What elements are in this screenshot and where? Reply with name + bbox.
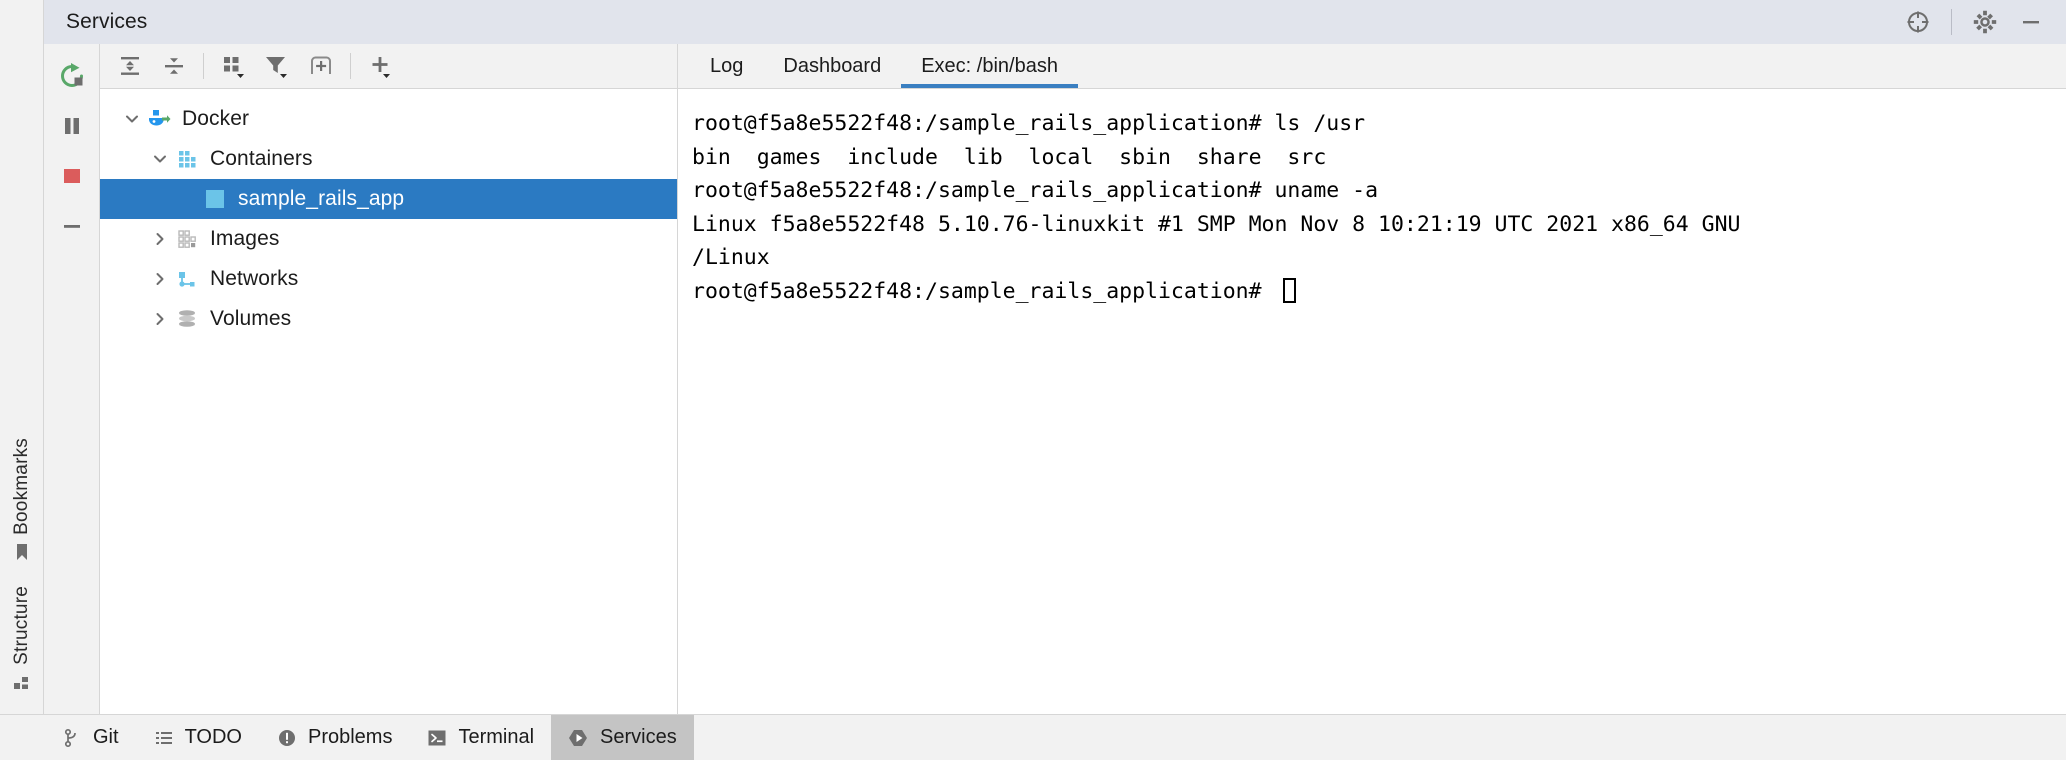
tree-node-networks-label: Networks (210, 267, 299, 290)
page-title: Services (66, 10, 148, 33)
terminal-line: root@f5a8e5522f48:/sample_rails_applicat… (692, 111, 1366, 136)
left-tool-rail: Structure Bookmarks (0, 0, 44, 714)
tree-toolbar (100, 44, 678, 88)
tree-node-networks[interactable]: Networks (100, 259, 677, 299)
tree-node-spacer (174, 179, 202, 219)
bookmark-icon (12, 542, 32, 562)
gear-icon[interactable] (1964, 1, 2006, 43)
todo-list-icon (153, 727, 175, 749)
panel-header: Services (44, 0, 2066, 44)
rail-item-bookmarks[interactable]: Bookmarks (11, 428, 33, 576)
images-grid-icon (174, 226, 200, 252)
tab-log[interactable]: Log (690, 44, 763, 88)
add-tab-icon[interactable] (299, 45, 343, 87)
tab-dashboard-label: Dashboard (783, 54, 882, 77)
tab-exec-bin-bash[interactable]: Exec: /bin/bash (901, 44, 1078, 88)
terminal-prompt-text: root@f5a8e5522f48:/sample_rails_applicat… (692, 278, 1275, 304)
services-play-icon (568, 727, 590, 749)
status-item-terminal[interactable]: Terminal (409, 715, 551, 760)
toolbar-divider-1 (203, 53, 204, 79)
left-tool-rail-stack: Structure Bookmarks (0, 428, 44, 706)
tree-node-volumes-label: Volumes (210, 307, 292, 330)
tab-exec-bin-bash-label: Exec: /bin/bash (921, 54, 1058, 77)
structure-icon (12, 672, 32, 692)
problems-icon (276, 727, 298, 749)
tree-node-volumes[interactable]: Volumes (100, 299, 677, 339)
container-square-icon (202, 186, 228, 212)
minus-icon[interactable] (52, 206, 92, 246)
docker-whale-icon (146, 106, 172, 132)
app-body: Structure Bookmarks (0, 0, 2066, 714)
filter-icon[interactable] (255, 45, 299, 87)
group-by-icon[interactable] (211, 45, 255, 87)
status-bar: Git TODO (0, 714, 2066, 760)
expand-all-icon[interactable] (108, 45, 152, 87)
tab-log-label: Log (710, 54, 744, 77)
terminal-line: Linux f5a8e5522f48 5.10.76-linuxkit #1 S… (692, 211, 1741, 237)
status-item-services[interactable]: Services (551, 714, 694, 760)
tree-node-sample-rails-app[interactable]: sample_rails_app (100, 179, 677, 219)
terminal-line: bin games include lib local sbin share s… (692, 144, 1327, 170)
content-row: Docker (100, 89, 2066, 714)
minimize-icon[interactable] (2010, 1, 2052, 43)
terminal-output[interactable]: root@f5a8e5522f48:/sample_rails_applicat… (678, 89, 2066, 714)
status-item-todo[interactable]: TODO (136, 715, 259, 760)
status-item-problems-label: Problems (307, 726, 393, 748)
stop-icon[interactable] (52, 156, 92, 196)
status-item-todo-label: TODO (184, 726, 242, 748)
tree-node-docker[interactable]: Docker (100, 99, 677, 139)
tree-node-sample-rails-app-label: sample_rails_app (238, 187, 405, 210)
rerun-icon[interactable] (52, 56, 92, 96)
rail-item-structure-label: Structure (11, 586, 32, 665)
chevron-right-icon[interactable] (146, 219, 174, 259)
terminal-cursor (1283, 277, 1297, 303)
chevron-down-icon[interactable] (118, 99, 146, 139)
rail-item-bookmarks-label: Bookmarks (11, 438, 32, 536)
run-control-rail (44, 44, 100, 714)
terminal-line: root@f5a8e5522f48:/sample_rails_applicat… (692, 178, 1379, 203)
services-panel: Services (44, 0, 2066, 714)
tree-node-images[interactable]: Images (100, 219, 677, 259)
chevron-down-icon[interactable] (146, 139, 174, 179)
status-item-terminal-label: Terminal (458, 726, 535, 748)
containers-grid-icon (174, 146, 200, 172)
pause-icon[interactable] (52, 106, 92, 146)
tree-node-containers[interactable]: Containers (100, 139, 677, 179)
networks-icon (174, 266, 200, 292)
chevron-right-icon[interactable] (146, 299, 174, 339)
terminal-prompt-line: root@f5a8e5522f48:/sample_rails_applicat… (692, 275, 2066, 309)
panel-body: Log Dashboard Exec: /bin/bash (44, 44, 2066, 714)
status-item-services-label: Services (600, 726, 677, 748)
status-item-git-label: Git (93, 726, 119, 748)
collapse-all-icon[interactable] (152, 45, 196, 87)
terminal-icon (426, 727, 448, 749)
add-icon[interactable] (358, 45, 402, 87)
tab-dashboard[interactable]: Dashboard (763, 44, 901, 88)
header-divider (1951, 9, 1952, 35)
git-branch-icon (61, 727, 83, 749)
volumes-stack-icon (174, 306, 200, 332)
tree-node-images-label: Images (210, 227, 280, 250)
terminal-line: /Linux (692, 245, 770, 270)
rail-item-structure[interactable]: Structure (11, 576, 33, 706)
toolbar-divider-2 (350, 53, 351, 79)
panel-main: Log Dashboard Exec: /bin/bash (100, 44, 2066, 714)
status-item-problems[interactable]: Problems (259, 715, 409, 760)
header-actions (1897, 1, 2052, 43)
chevron-right-icon[interactable] (146, 259, 174, 299)
toolbar-row: Log Dashboard Exec: /bin/bash (100, 44, 2066, 89)
tabs-bar: Log Dashboard Exec: /bin/bash (678, 44, 2066, 88)
status-item-git[interactable]: Git (44, 715, 136, 760)
tree-node-containers-label: Containers (210, 147, 313, 170)
services-tree[interactable]: Docker (100, 89, 678, 714)
locate-target-icon[interactable] (1897, 1, 1939, 43)
tree-node-docker-label: Docker (182, 107, 250, 130)
